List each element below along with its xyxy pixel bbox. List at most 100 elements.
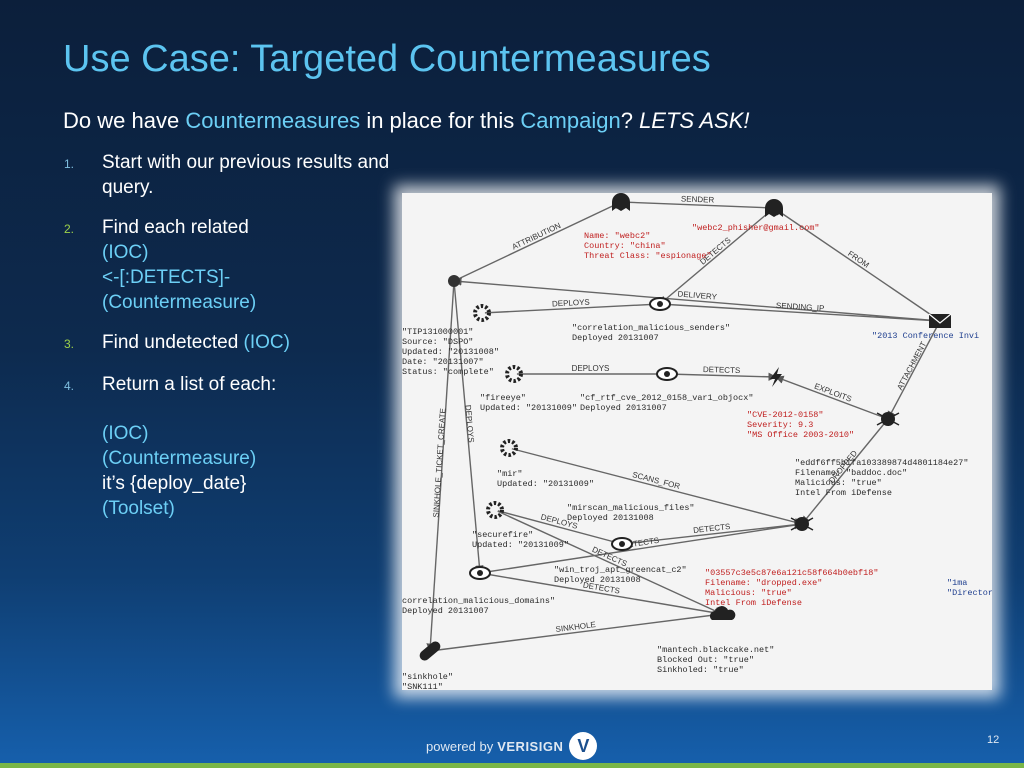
graph-edge: [659, 207, 775, 305]
node-label: Deployed 20131008: [567, 513, 654, 523]
graph-edge: [775, 375, 889, 420]
graph-edge: [887, 320, 941, 420]
gear-hole: [492, 507, 498, 513]
edge-label: ATTRIBUTION: [511, 221, 563, 252]
step-text-deploy-date: it’s {deploy_date}: [102, 473, 247, 494]
node-label: "2013 Conference Invi: [872, 331, 979, 341]
node-label: Status: "complete": [402, 367, 494, 377]
node-label: "cf_rtf_cve_2012_0158_var1_objocx": [580, 393, 753, 403]
node-label: Malicious: "true": [795, 478, 882, 488]
bug-legs: [876, 412, 900, 426]
gear-hole: [506, 445, 512, 451]
node-label: Deployed 20131007: [580, 403, 667, 413]
graph-edge: [429, 610, 723, 652]
edge-label: DETECTS: [703, 365, 741, 375]
node-label: Updated: "20131009": [480, 403, 577, 413]
intro-text: in place for this: [366, 108, 515, 133]
step-text-ioc: (IOC): [102, 242, 149, 263]
graph-canvas: ATTRIBUTIONSENDERFROMDELIVERYSENDING_IPD…: [402, 193, 992, 690]
footer: powered by VERISIGN V: [426, 732, 598, 760]
step-text-ioc: (IOC): [102, 423, 149, 444]
graph-edge: [481, 300, 661, 314]
steps-list: 1. Start with our previous results and q…: [64, 150, 394, 536]
gear-hole: [479, 310, 485, 316]
threat-actor-icon: [765, 199, 783, 217]
node-label: "mantech.blackcake.net": [657, 645, 774, 655]
step-text: Find each related: [102, 217, 249, 238]
graph-edge: [659, 300, 941, 322]
step-text: Start with our previous results and quer…: [102, 152, 390, 198]
node-label: Deployed 20131008: [554, 575, 641, 585]
step-1: 1. Start with our previous results and q…: [64, 150, 394, 200]
edge-label: DETECTS: [693, 522, 731, 535]
graph-edge: [453, 201, 622, 282]
step-number: 2.: [64, 222, 75, 236]
countermeasure-gear-icon: [473, 304, 491, 322]
node-label: "mir": [497, 469, 523, 479]
node-label: "CVE-2012-0158": [747, 410, 824, 420]
eye-pupil: [619, 541, 625, 547]
email-icon: [929, 314, 951, 328]
graph-edge: [773, 207, 941, 322]
step-text-countermeasure: (Countermeasure): [102, 292, 257, 313]
graph-edge: [453, 280, 484, 574]
intro-emphasis: LETS ASK!: [639, 108, 750, 133]
node-label: "MS Office 2003-2010": [747, 430, 854, 440]
node-label: Deployed 20131007: [402, 606, 489, 616]
node-label: Intel From iDefense: [705, 598, 802, 608]
step-4: 4. Return a list of each: (IOC) (Counter…: [64, 372, 394, 521]
edge-label: SCANS_FOR: [631, 470, 681, 491]
edge-label: DEPLOYS: [552, 298, 590, 309]
node-label: "securefire": [472, 530, 533, 540]
edge-label: ATTACHMENT: [895, 340, 928, 392]
intro-question-mark: ?: [620, 108, 633, 133]
intro-highlight-countermeasures: Countermeasures: [185, 108, 361, 133]
actor-node-icon: [448, 275, 460, 287]
graph-edge: [508, 447, 803, 527]
node-label: Updated: "20131009": [497, 479, 594, 489]
exploit-bolt-icon: [770, 367, 782, 387]
node-label: Severity: 9.3: [747, 420, 813, 430]
intro-question: Do we have Countermeasures in place for …: [63, 108, 750, 134]
node-label: Blocked Out: "true": [657, 655, 754, 665]
edge-label: SINKHOLE_TICKET_CREATE: [431, 408, 447, 518]
step-text-toolset: (Toolset): [102, 498, 175, 519]
graph-edge: [479, 572, 723, 617]
step-text: Find undetected: [102, 332, 239, 353]
node-label: "fireeye": [480, 393, 526, 403]
node-label: "Director: [947, 588, 992, 598]
slide-title: Use Case: Targeted Countermeasures: [63, 38, 711, 80]
countermeasure-gear-icon: [486, 501, 504, 519]
node-label: "03557c3e5c87e6a121c58f664b0ebf18": [705, 568, 878, 578]
node-label: Filename: "dropped.exe": [705, 578, 822, 588]
node-label: Deployed 20131007: [572, 333, 659, 343]
eye-pupil: [657, 301, 663, 307]
node-label: Filename: "baddoc.doc": [795, 468, 907, 478]
domain-cloud-icon: [710, 606, 736, 620]
step-number: 1.: [64, 157, 75, 171]
graph-edge: [494, 509, 623, 547]
node-label: "win_troj_apt_greencat_c2": [554, 565, 687, 575]
node-label: Source: "DSPO": [402, 337, 473, 347]
envelope-flap: [928, 313, 952, 324]
node-label: "TIP131000001": [402, 327, 473, 337]
verisign-logo-icon: V: [569, 732, 598, 760]
eye-pupil: [477, 570, 483, 576]
step-text: Return a list of each:: [102, 374, 277, 395]
footer-accent-bar: [0, 763, 1024, 768]
node-label: "SNK111": [402, 682, 443, 690]
step-text-ioc: (IOC): [243, 332, 290, 353]
countermeasure-gear-icon: [500, 439, 518, 457]
edge-label: DEPLOYS: [572, 364, 610, 373]
gear-hole: [511, 371, 517, 377]
brand-name: VERISIGN: [497, 738, 564, 754]
step-3: 3. Find undetected (IOC): [64, 330, 394, 357]
edge-label: SENDER: [681, 194, 715, 204]
eye-pupil: [664, 371, 670, 377]
node-label: Updated: "20131008": [402, 347, 499, 357]
node-label: "mirscan_malicious_files": [567, 503, 695, 513]
node-label: Name: "webc2": [584, 231, 650, 241]
edge-label: SENDING_IP: [776, 301, 825, 313]
step-number: 3.: [64, 337, 75, 351]
node-label: Date: "20131007": [402, 357, 484, 367]
